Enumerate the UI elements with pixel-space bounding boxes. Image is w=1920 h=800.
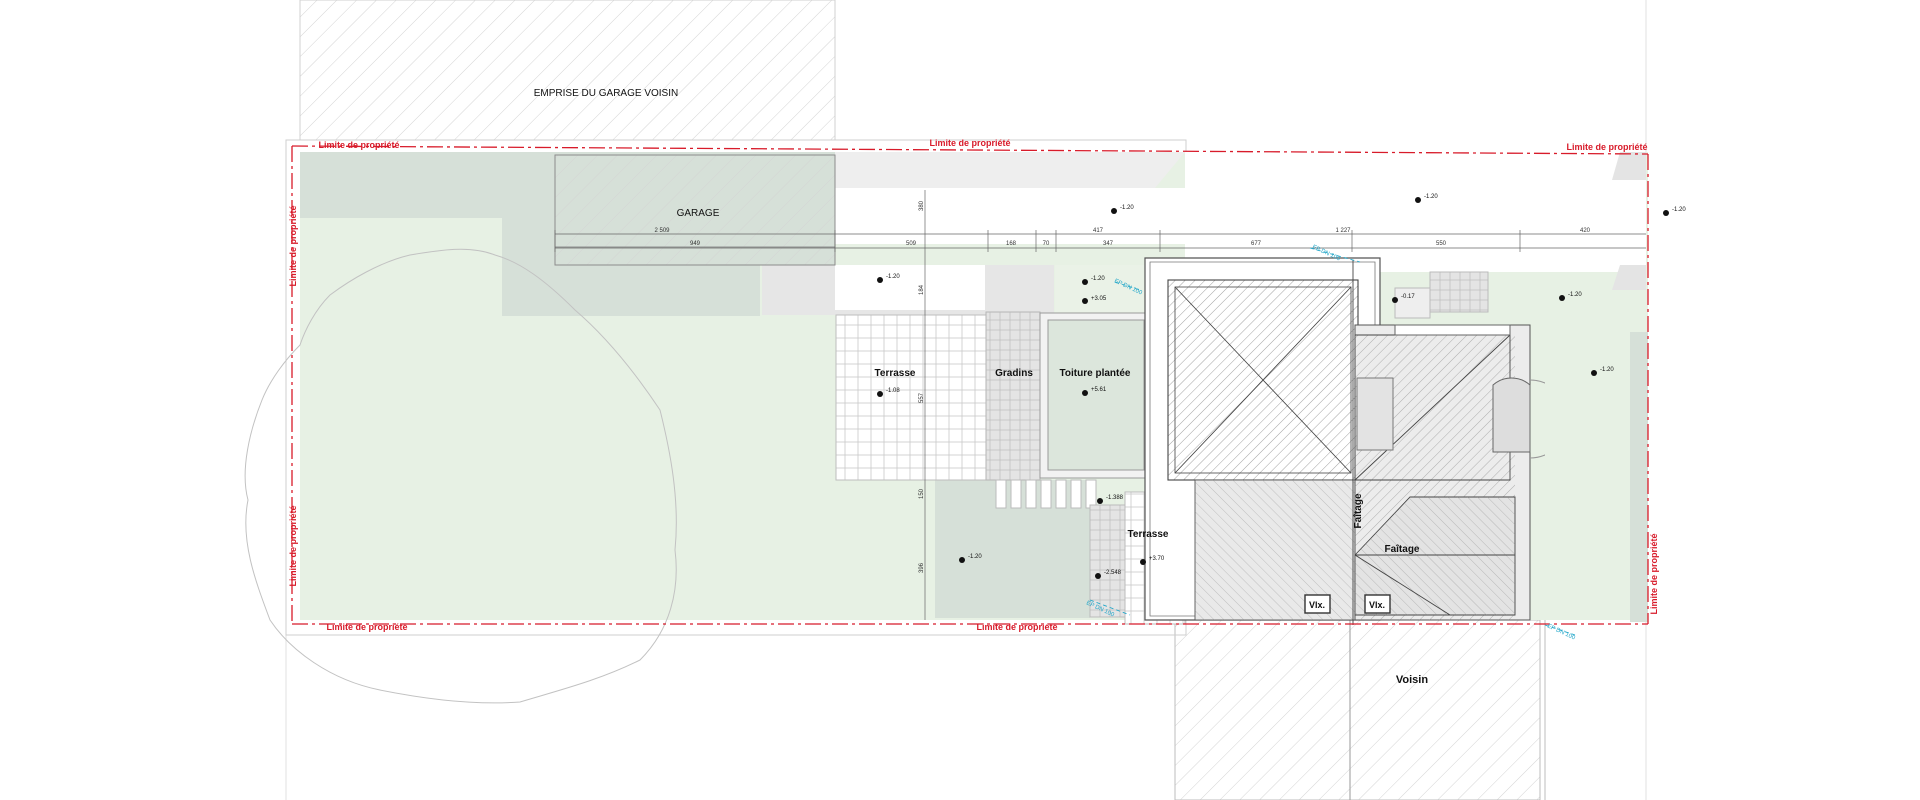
level-value: -1.388 xyxy=(1106,495,1124,501)
dimension-value: 70 xyxy=(1043,241,1050,247)
dimension-value: 557 xyxy=(919,392,925,403)
label-garage: GARAGE xyxy=(677,208,720,219)
property-limit-label-top-right: Limite de propriété xyxy=(1566,142,1647,152)
pipe-lines xyxy=(1089,247,1576,636)
dimension-value: 347 xyxy=(1103,241,1114,247)
level-value: -2.548 xyxy=(1104,570,1122,576)
label-faitage-horizontal: Faîtage xyxy=(1384,544,1419,555)
label-gradins: Gradins xyxy=(995,368,1033,379)
paved-area-south xyxy=(935,480,1090,618)
level-value: -1.20 xyxy=(886,274,900,280)
level-value: -1.20 xyxy=(1120,205,1134,211)
gradins xyxy=(985,311,1041,481)
terrace-west xyxy=(835,314,987,481)
level-value: -1.20 xyxy=(1600,367,1614,373)
dimension-chain-top xyxy=(554,190,1646,620)
level-value: -1.20 xyxy=(1568,292,1582,298)
level-value: -1.20 xyxy=(1672,207,1686,213)
level-value: +5.61 xyxy=(1091,387,1107,393)
dimension-value: 380 xyxy=(919,200,925,211)
dimension-value: 184 xyxy=(919,284,925,295)
label-voisin: Voisin xyxy=(1396,674,1428,686)
dimension-value: 396 xyxy=(919,562,925,573)
dimension-value: 150 xyxy=(919,488,925,499)
level-value: -0.17 xyxy=(1401,294,1415,300)
property-limit-label-bottom-center: Limite de propriété xyxy=(976,622,1057,632)
dimension-value: 420 xyxy=(1580,228,1591,234)
driveway xyxy=(835,152,1185,188)
level-value: +3.05 xyxy=(1091,296,1107,302)
pipe-label: EP DN 100 xyxy=(1546,623,1576,641)
property-limit-label-right: Limite de propriété xyxy=(1649,533,1659,614)
level-value: -1.20 xyxy=(1424,194,1438,200)
level-value: -1.08 xyxy=(886,388,900,394)
dimension-value: 168 xyxy=(1006,241,1017,247)
property-limit-label-left-upper: Limite de propriété xyxy=(288,205,298,286)
dimension-value: 417 xyxy=(1093,228,1104,234)
label-vlx-2: Vlx. xyxy=(1369,600,1385,610)
property-limit-line xyxy=(291,145,1649,625)
tree-canopy-outline xyxy=(244,248,677,704)
level-value: -1.20 xyxy=(1091,276,1105,282)
label-toiture-plantee: Toiture plantée xyxy=(1060,368,1131,379)
level-markers xyxy=(877,197,1669,579)
label-terrasse: Terrasse xyxy=(875,368,916,379)
dimension-value: 2 509 xyxy=(654,228,670,234)
dimension-value: 509 xyxy=(906,241,917,247)
neighbour-garage-area xyxy=(299,0,836,141)
level-value: -1.20 xyxy=(968,554,982,560)
dimension-value: 677 xyxy=(1251,241,1262,247)
property-limit-label-top-left: Limite de propriété xyxy=(318,140,399,150)
label-vlx-1: Vlx. xyxy=(1309,600,1325,610)
level-value: +3.70 xyxy=(1149,556,1165,562)
property-limit-label-bottom-left: Limite de propriété xyxy=(326,622,407,632)
property-limit-label-top-center: Limite de propriété xyxy=(929,138,1010,148)
property-limit-label-left-lower: Limite de propriété xyxy=(288,505,298,586)
dimension-value: 949 xyxy=(690,241,701,247)
label-terrasse-2: Terrasse xyxy=(1128,529,1169,540)
label-garage-voisin: EMPRISE DU GARAGE VOISIN xyxy=(534,88,678,99)
house-roof xyxy=(1144,257,1570,625)
neighbour-area xyxy=(1174,619,1541,800)
dimension-value: 550 xyxy=(1436,241,1447,247)
label-faitage-vertical: Faîtage xyxy=(1353,493,1364,528)
dimension-value: 1 227 xyxy=(1335,228,1351,234)
